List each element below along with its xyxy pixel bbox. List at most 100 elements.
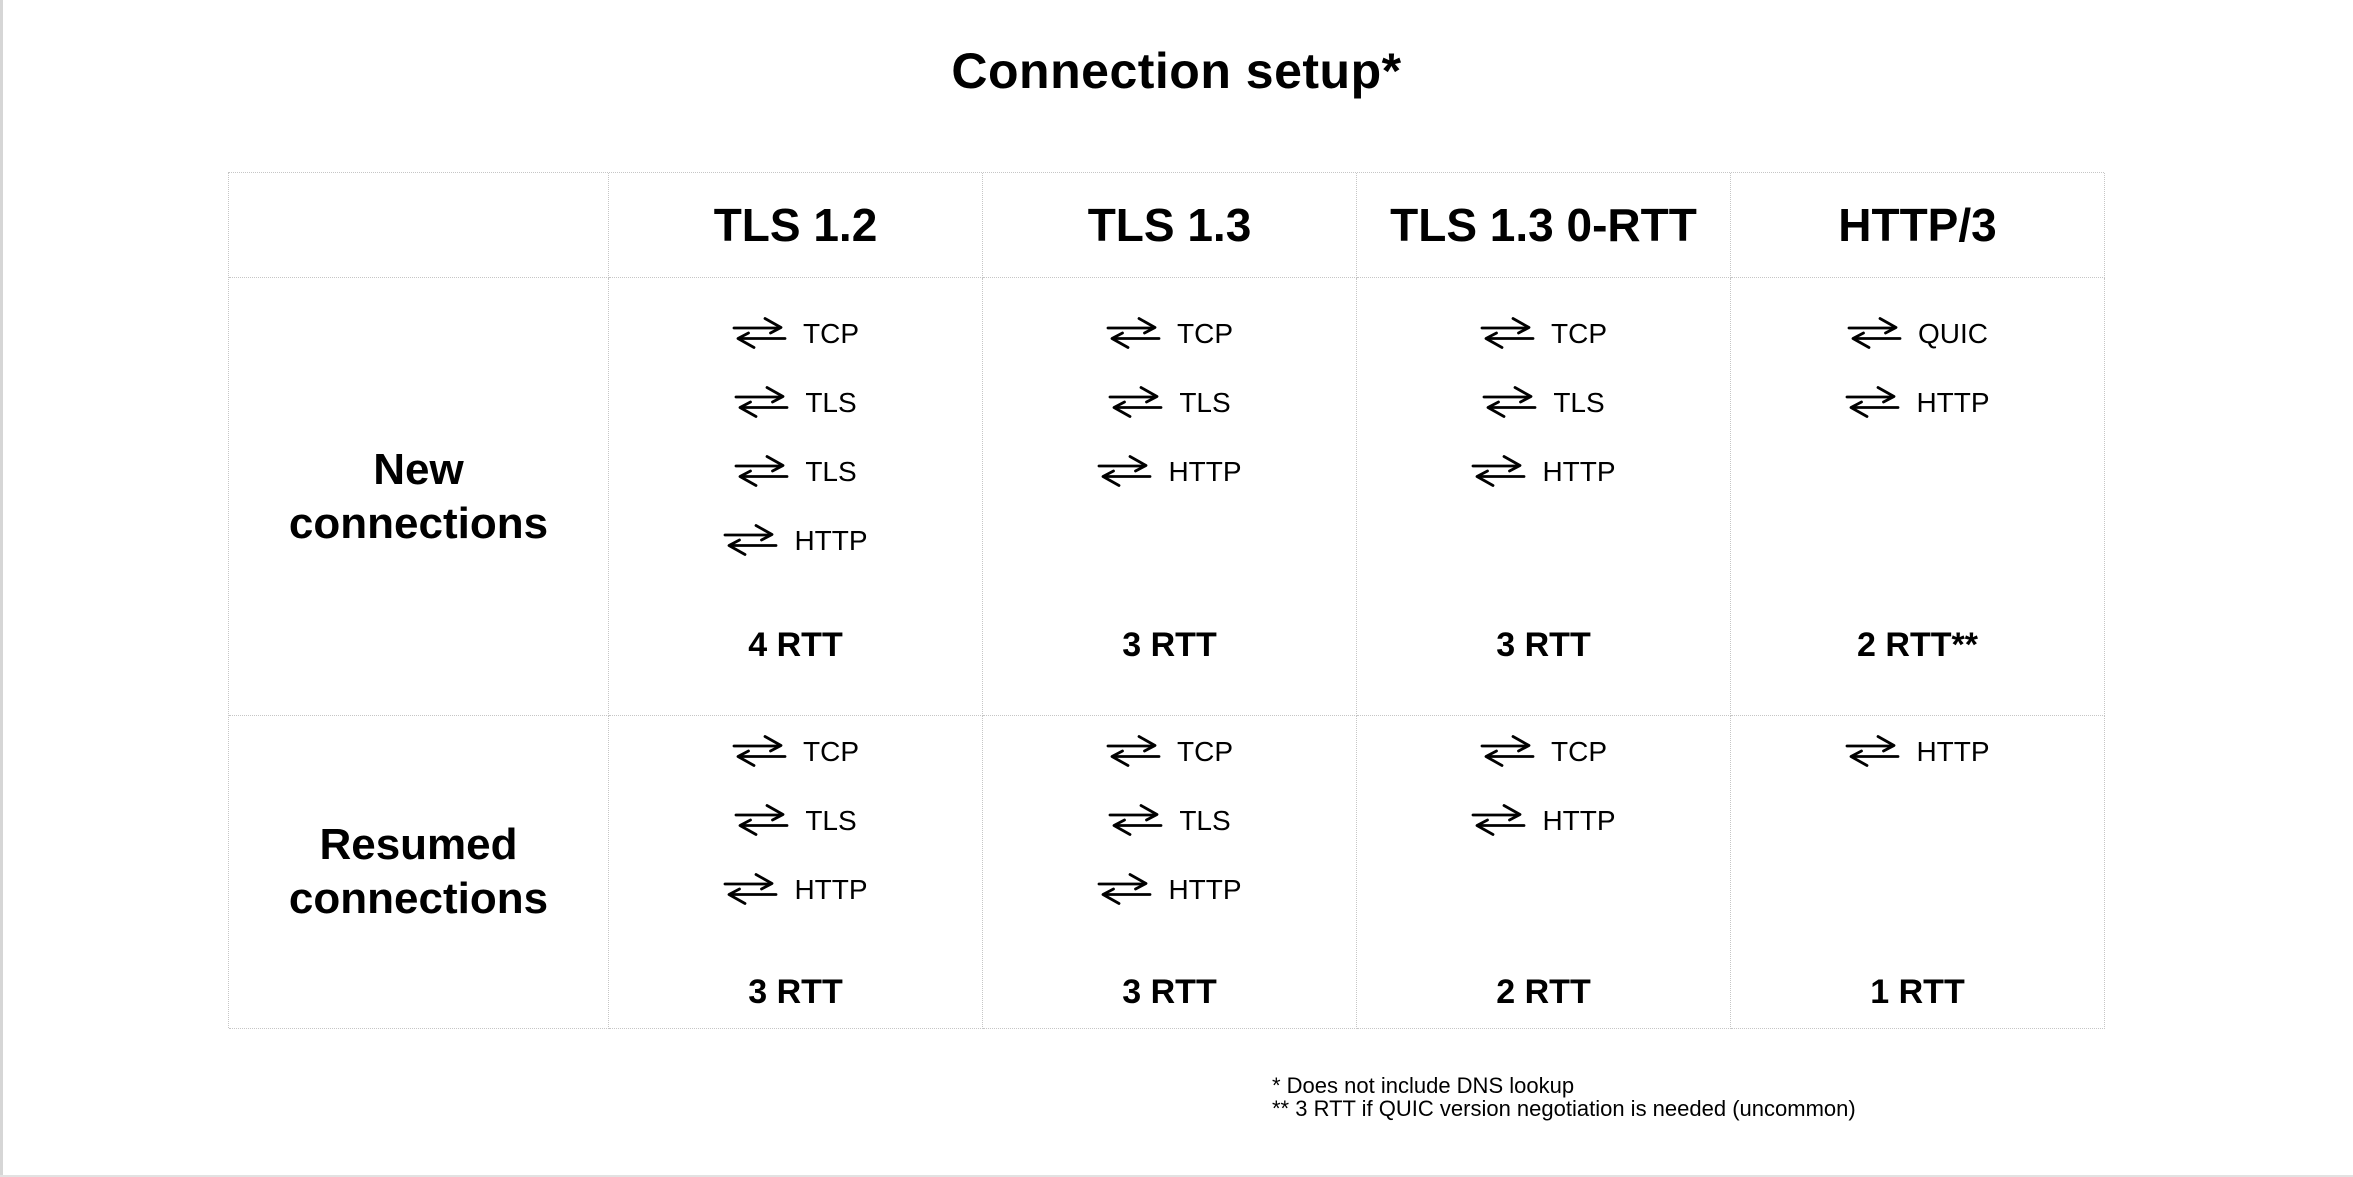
step-label: HTTP [1168, 456, 1242, 487]
cell-resumed-tls12: TCP TLS HTTP 3 RTT [609, 716, 983, 1029]
step-label: HTTP [794, 874, 868, 905]
handshake-step: TLS [734, 455, 857, 487]
handshake-step: QUIC [1847, 317, 1988, 349]
round-trip-arrows-icon [1847, 317, 1902, 349]
step-label: HTTP [1916, 736, 1990, 767]
round-trip-arrows-icon [734, 386, 789, 418]
step-label: TCP [1551, 736, 1607, 767]
handshake-step: TCP [732, 735, 859, 767]
round-trip-arrows-icon [1845, 386, 1900, 418]
step-label: TCP [803, 736, 859, 767]
step-label: HTTP [1168, 874, 1242, 905]
step-label: HTTP [1916, 387, 1990, 418]
row-label-new-connections: New connections [229, 278, 609, 716]
round-trip-arrows-icon [1106, 317, 1161, 349]
screen-edge-left [0, 0, 3, 1177]
footnote-quic-negotiation: ** 3 RTT if QUIC version negotiation is … [1272, 1096, 1856, 1121]
round-trip-arrows-icon [1097, 873, 1152, 905]
round-trip-arrows-icon [1106, 735, 1161, 767]
round-trip-arrows-icon [723, 524, 778, 556]
handshake-step: HTTP [1845, 735, 1990, 767]
handshake-steps: TCP TLS HTTP [983, 278, 1356, 487]
handshake-step: HTTP [1471, 455, 1616, 487]
cell-resumed-tls13-0rtt: TCP HTTP 2 RTT [1357, 716, 1731, 1029]
step-label: QUIC [1918, 318, 1988, 349]
footnotes: * Does not include DNS lookup ** 3 RTT i… [1272, 1074, 1856, 1120]
rtt-total: 3 RTT [1122, 973, 1217, 1011]
step-label: HTTP [794, 525, 868, 556]
cell-resumed-tls13: TCP TLS HTTP 3 RTT [983, 716, 1357, 1029]
step-label: HTTP [1542, 456, 1616, 487]
column-header-tls13-0rtt: TLS 1.3 0-RTT [1357, 173, 1731, 278]
round-trip-arrows-icon [734, 804, 789, 836]
rtt-total: 4 RTT [748, 626, 843, 664]
step-label: TLS [805, 387, 857, 418]
handshake-step: TLS [1482, 386, 1605, 418]
round-trip-arrows-icon [723, 873, 778, 905]
handshake-step: HTTP [723, 524, 868, 556]
step-label: TCP [1177, 318, 1233, 349]
connection-setup-table: TLS 1.2 TLS 1.3 TLS 1.3 0-RTT HTTP/3 New… [228, 172, 2105, 1029]
handshake-step: TLS [734, 804, 857, 836]
round-trip-arrows-icon [1108, 804, 1163, 836]
column-header-tls12: TLS 1.2 [609, 173, 983, 278]
handshake-steps: TCP TLS HTTP [609, 716, 982, 905]
handshake-steps: TCP TLS TLS HTTP [609, 278, 982, 556]
handshake-step: HTTP [1845, 386, 1990, 418]
round-trip-arrows-icon [1471, 455, 1526, 487]
step-label: TCP [803, 318, 859, 349]
step-label: TLS [1179, 805, 1231, 836]
cell-new-tls13-0rtt: TCP TLS HTTP 3 RTT [1357, 278, 1731, 716]
handshake-step: TCP [732, 317, 859, 349]
step-label: HTTP [1542, 805, 1616, 836]
column-header-tls13: TLS 1.3 [983, 173, 1357, 278]
handshake-steps: HTTP [1731, 716, 2104, 767]
handshake-step: TCP [1106, 317, 1233, 349]
slide-title: Connection setup* [951, 43, 1402, 99]
column-header-empty [229, 173, 609, 278]
screen-edge-bottom [0, 1175, 2353, 1177]
round-trip-arrows-icon [1471, 804, 1526, 836]
rtt-total: 2 RTT** [1857, 626, 1978, 664]
step-label: TLS [1553, 387, 1605, 418]
column-header-http3: HTTP/3 [1731, 173, 2105, 278]
step-label: TLS [805, 456, 857, 487]
handshake-step: TLS [734, 386, 857, 418]
round-trip-arrows-icon [1097, 455, 1152, 487]
step-label: TCP [1551, 318, 1607, 349]
row-label-text: Resumed connections [288, 820, 549, 923]
round-trip-arrows-icon [1108, 386, 1163, 418]
rtt-total: 1 RTT [1870, 973, 1965, 1011]
handshake-step: HTTP [1097, 873, 1242, 905]
round-trip-arrows-icon [1480, 317, 1535, 349]
step-label: TLS [805, 805, 857, 836]
footnote-dns: * Does not include DNS lookup [1272, 1073, 1575, 1098]
rtt-total: 2 RTT [1496, 973, 1591, 1011]
rtt-total: 3 RTT [1496, 626, 1591, 664]
row-label-resumed-connections: Resumed connections [229, 716, 609, 1029]
handshake-steps: QUIC HTTP [1731, 278, 2104, 418]
handshake-step: HTTP [723, 873, 868, 905]
handshake-step: HTTP [1097, 455, 1242, 487]
round-trip-arrows-icon [1845, 735, 1900, 767]
cell-resumed-http3: HTTP 1 RTT [1731, 716, 2105, 1029]
handshake-step: TLS [1108, 386, 1231, 418]
handshake-step: HTTP [1471, 804, 1616, 836]
handshake-steps: TCP TLS HTTP [1357, 278, 1730, 487]
cell-new-http3: QUIC HTTP 2 RTT** [1731, 278, 2105, 716]
round-trip-arrows-icon [732, 317, 787, 349]
step-label: TCP [1177, 736, 1233, 767]
rtt-total: 3 RTT [748, 973, 843, 1011]
rtt-total: 3 RTT [1122, 626, 1217, 664]
handshake-step: TCP [1480, 317, 1607, 349]
handshake-steps: TCP HTTP [1357, 716, 1730, 836]
cell-new-tls12: TCP TLS TLS HTTP 4 RTT [609, 278, 983, 716]
handshake-steps: TCP TLS HTTP [983, 716, 1356, 905]
handshake-step: TCP [1106, 735, 1233, 767]
step-label: TLS [1179, 387, 1231, 418]
round-trip-arrows-icon [1480, 735, 1535, 767]
round-trip-arrows-icon [732, 735, 787, 767]
round-trip-arrows-icon [734, 455, 789, 487]
handshake-step: TCP [1480, 735, 1607, 767]
cell-new-tls13: TCP TLS HTTP 3 RTT [983, 278, 1357, 716]
